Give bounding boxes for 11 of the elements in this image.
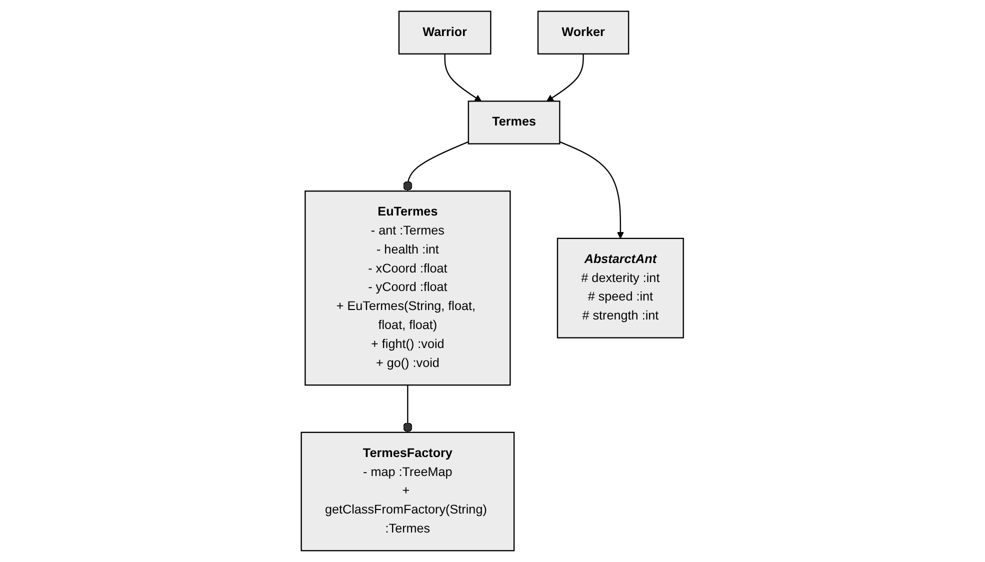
arrow xyxy=(546,54,584,102)
node-box: Warrior xyxy=(398,10,492,54)
node-box: Termes xyxy=(468,100,560,144)
connector xyxy=(403,385,413,432)
connector xyxy=(403,141,469,192)
arrow xyxy=(444,54,482,102)
node-box: EuTermes - ant :Termes - health :int - xCoord :float - yCoord :float + EuTermes(String, float, float, float) + fight() :void + go() :void xyxy=(304,190,511,386)
node-box: AbstarctAnt # dexterity :int # speed :int # strength :int xyxy=(557,238,684,338)
arrow xyxy=(560,141,624,239)
node-box: Worker xyxy=(538,10,630,54)
node-box: TermesFactory - map :TreeMap + getClassFromFactory(String) :Termes xyxy=(300,432,515,552)
